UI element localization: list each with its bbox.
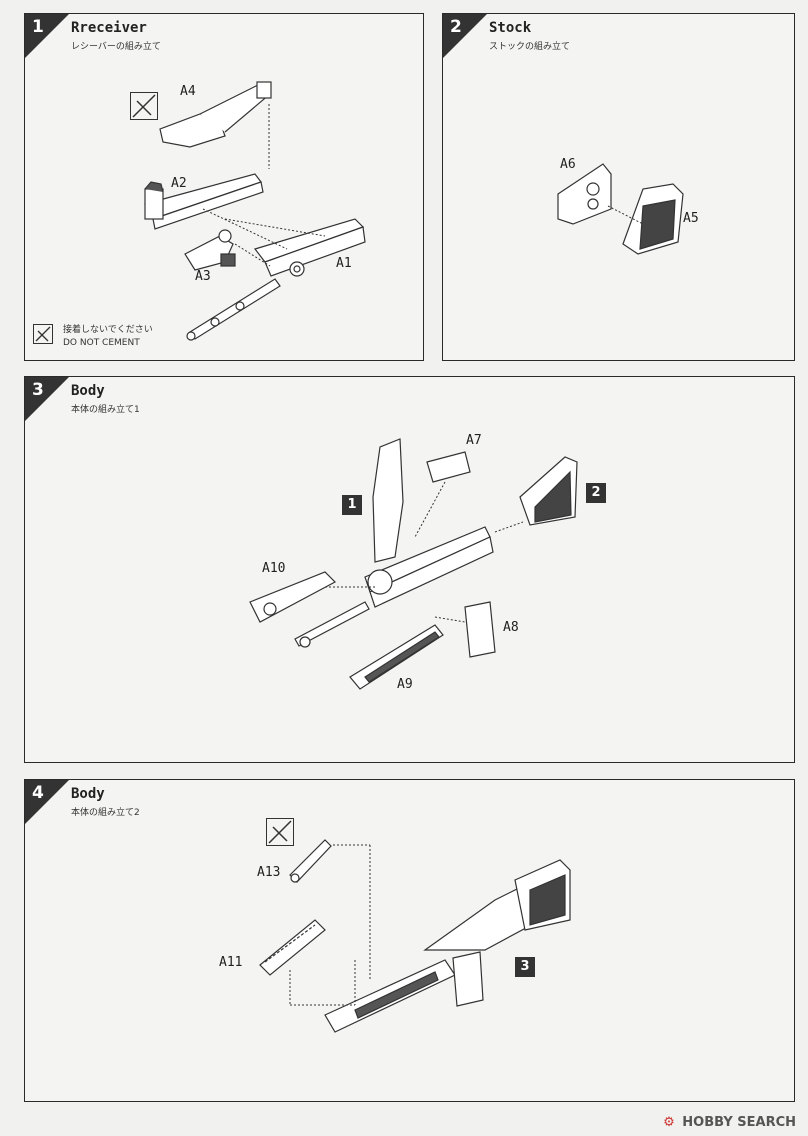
step-2-panel: 2 Stock ストックの組み立て A6 A5 — [442, 13, 795, 361]
do-not-cement-icon-a4 — [130, 92, 158, 120]
hobby-search-text: HOBBY SEARCH — [682, 1115, 796, 1130]
do-not-cement-jp: 接着しないでください — [63, 325, 153, 335]
part-label-a10: A10 — [262, 561, 286, 576]
part-label-a1: A1 — [336, 256, 352, 271]
step-4-panel: 4 Body 本体の組み立て2 A13 A11 3 — [24, 779, 795, 1102]
part-label-a6: A6 — [560, 157, 576, 172]
part-label-a2: A2 — [171, 176, 187, 191]
do-not-cement-legend-icon — [33, 324, 53, 344]
part-label-a11: A11 — [219, 955, 243, 970]
step-1-corner — [25, 14, 69, 58]
step-4-title: Body — [71, 786, 105, 802]
step-3-title: Body — [71, 383, 105, 399]
receiver-parts-drawing — [144, 81, 366, 341]
step-2-title: Stock — [489, 20, 532, 36]
part-label-a4: A4 — [180, 84, 196, 99]
part-label-a7: A7 — [466, 433, 482, 448]
step-4-subtitle: 本体の組み立て2 — [71, 808, 140, 818]
step-1-number: 1 — [32, 17, 44, 37]
step-3-corner — [25, 377, 69, 421]
part-a4-shape — [159, 81, 272, 148]
do-not-cement-icon-a13 — [266, 818, 294, 846]
part-label-a5: A5 — [683, 211, 699, 226]
reference-step-2: 2 — [586, 483, 606, 503]
body-2-parts-drawing — [259, 839, 571, 1033]
step-1-title: Rreceiver — [71, 20, 147, 36]
step-4-number: 4 — [32, 783, 44, 803]
part-label-a9: A9 — [397, 677, 413, 692]
stock-parts-drawing — [557, 163, 684, 255]
step-2-subtitle: ストックの組み立て — [489, 42, 571, 52]
step-3-subtitle: 本体の組み立て1 — [71, 405, 140, 415]
step-1-panel: 1 Rreceiver レシーバーの組み立て — [24, 13, 424, 361]
part-label-a13: A13 — [257, 865, 281, 880]
body-1-parts-drawing — [249, 438, 578, 690]
part-label-a3: A3 — [195, 269, 211, 284]
step-3-number: 3 — [32, 380, 44, 400]
reference-step-3: 3 — [515, 957, 535, 977]
do-not-cement-en: DO NOT CEMENT — [63, 338, 140, 348]
hobby-search-logo-icon: ⚙ — [663, 1115, 675, 1130]
step-4-corner — [25, 780, 69, 824]
step-2-number: 2 — [450, 17, 462, 37]
step-2-corner — [443, 14, 487, 58]
step-3-panel: 3 Body 本体の組み立て1 — [24, 376, 795, 763]
hobby-search-watermark: ⚙ HOBBY SEARCH — [663, 1115, 796, 1130]
part-label-a8: A8 — [503, 620, 519, 635]
step-1-subtitle: レシーバーの組み立て — [71, 42, 161, 52]
reference-step-1: 1 — [342, 495, 362, 515]
